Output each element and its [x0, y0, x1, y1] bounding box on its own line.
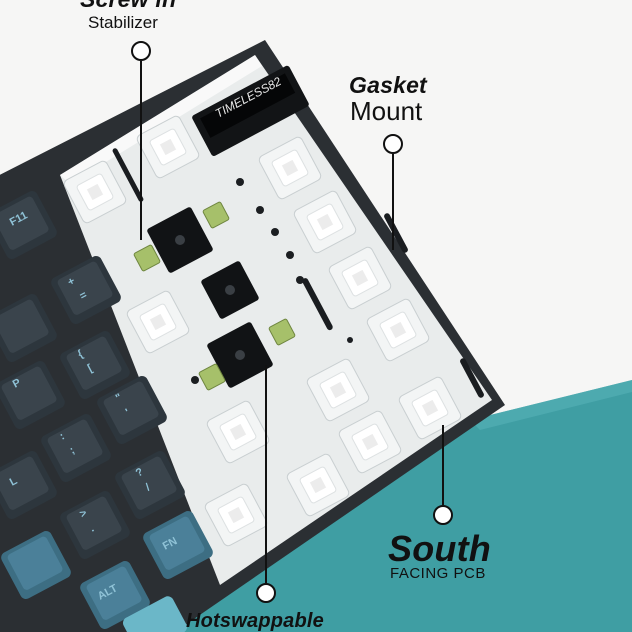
- switches: [63, 115, 462, 547]
- keycaps: [0, 191, 213, 632]
- keycap-slash: /: [144, 482, 152, 494]
- keycap-equals: =: [78, 289, 89, 303]
- keycap-colon: :: [58, 430, 67, 442]
- keycap-question: ?: [134, 466, 146, 480]
- keycap-semicolon: ;: [68, 444, 77, 456]
- callout-lines: [131, 41, 453, 603]
- screw-in-title: Screw in: [80, 0, 176, 13]
- hotswappable-title: Hotswappable: [186, 610, 324, 632]
- keycap-gt: >: [78, 507, 89, 521]
- keycap-dot: .: [88, 523, 96, 535]
- keycap-quote: ": [114, 392, 124, 405]
- keycap-bracket: [: [86, 362, 95, 374]
- gasket-title: Gasket: [349, 72, 427, 98]
- keycap-apos: ': [124, 407, 132, 419]
- south-subtitle: FACING PCB: [390, 565, 486, 582]
- keycap-brace: {: [76, 348, 86, 361]
- south-title: South: [388, 528, 491, 569]
- screw-in-subtitle: Stabilizer: [88, 13, 158, 32]
- keycap-l: L: [8, 475, 20, 489]
- gasket-subtitle: Mount: [350, 96, 423, 126]
- keycap-plus: +: [66, 275, 77, 289]
